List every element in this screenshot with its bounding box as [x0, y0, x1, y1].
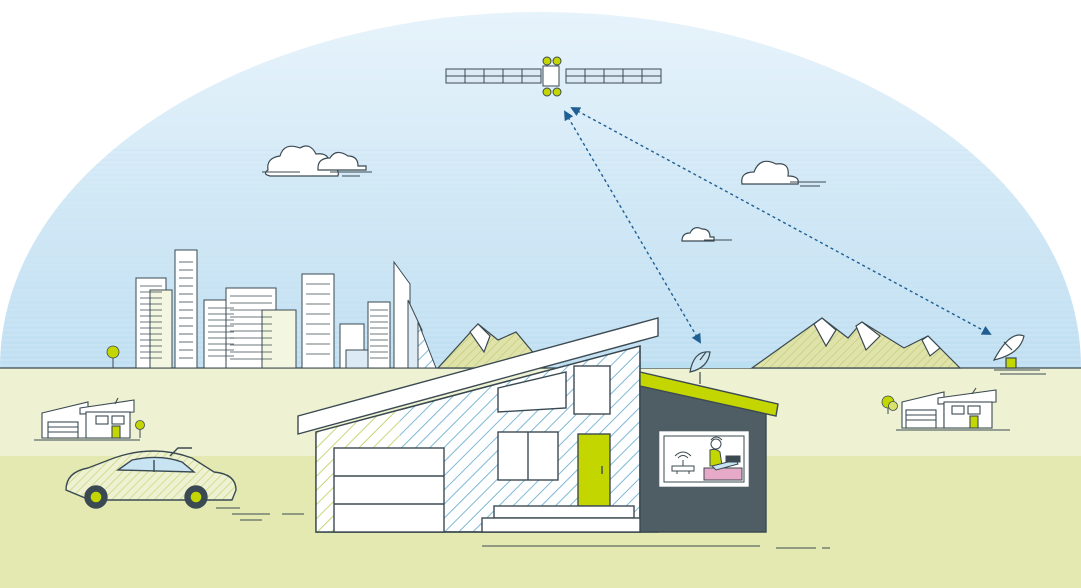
- front-step-upper: [493, 505, 635, 519]
- satellite-icon: [445, 56, 662, 97]
- cloud-icon: [264, 145, 367, 177]
- tree-icon: [106, 345, 120, 368]
- front-step-lower: [481, 517, 659, 533]
- cloud-speed-lines: [262, 171, 372, 177]
- router-icon: [671, 451, 695, 474]
- garage-door: [333, 447, 445, 533]
- tree-icon: [881, 395, 898, 414]
- city-skyline: [135, 249, 437, 369]
- satellite-dish-icon: [689, 351, 711, 384]
- interior-window: [659, 431, 749, 487]
- clerestory-window: [497, 371, 567, 413]
- satellite-dish-icon: [992, 334, 1046, 375]
- solar-panel-left: [445, 68, 542, 84]
- foreground-lines: [482, 545, 830, 549]
- person-laptop-icon: [709, 436, 741, 471]
- car-speed-lines: [216, 507, 304, 521]
- signal-link-ground-station: [570, 107, 992, 335]
- upper-window: [573, 365, 611, 415]
- front-door: [577, 433, 611, 507]
- tree-icon: [135, 420, 145, 438]
- house-dark-wing: [639, 371, 779, 533]
- car-icon: [65, 447, 237, 509]
- house-icon: [34, 397, 140, 441]
- house-icon: [896, 387, 1010, 431]
- skyline-window-lines: [140, 261, 388, 360]
- solar-panel-right: [565, 68, 662, 84]
